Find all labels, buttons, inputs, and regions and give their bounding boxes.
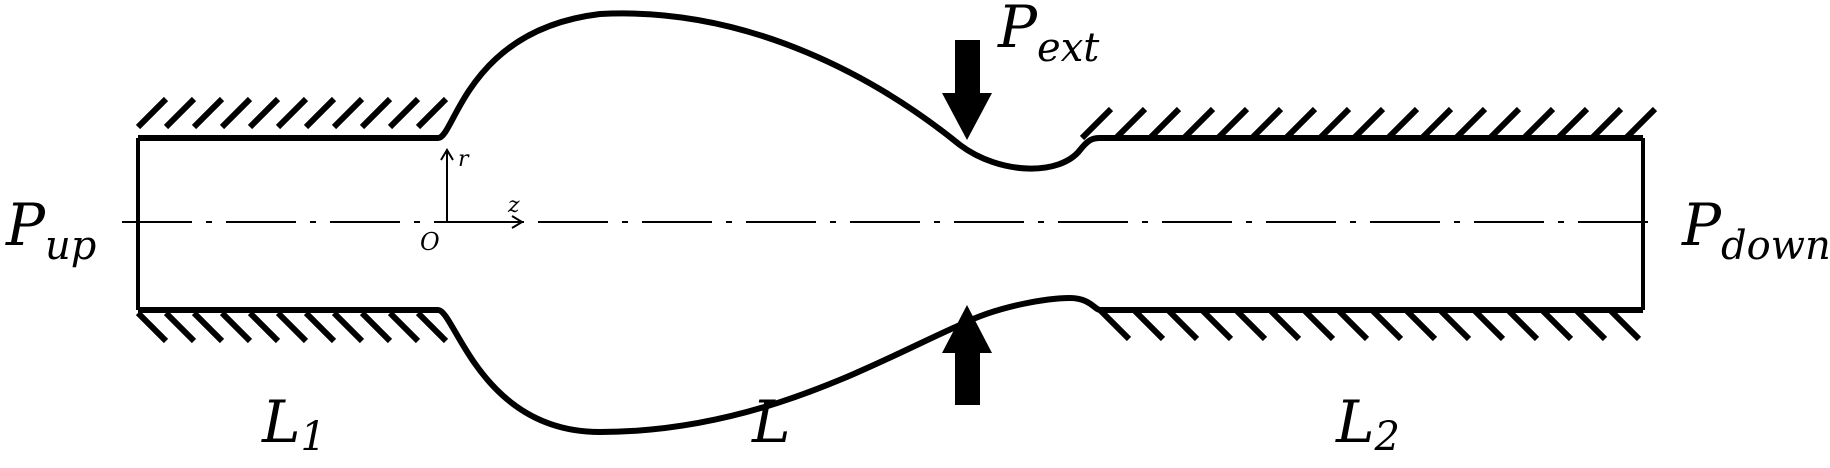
axis-z-label: z (507, 193, 520, 218)
axis-r-label: r (458, 147, 470, 172)
l2-label: L2 (1335, 388, 1400, 460)
l1-label: L1 (261, 388, 326, 460)
upstream-bottom-hatching (135, 310, 449, 344)
p-down-label: Pdown (1681, 191, 1830, 269)
p-ext-label: Pext (997, 0, 1100, 71)
axes (440, 148, 524, 229)
pressure-arrow-up (942, 305, 992, 405)
p-up-label: Pup (5, 191, 96, 269)
tube-bottom-wall (138, 294, 1643, 436)
origin-label: O (420, 228, 440, 256)
upstream-top-hatching (135, 96, 449, 130)
tube-top-wall (138, 10, 1643, 172)
downstream-top-hatching (1079, 106, 1658, 141)
downstream-bottom-hatching (1097, 307, 1642, 342)
l-label: L (751, 388, 791, 456)
pressure-arrow-down (942, 40, 992, 140)
